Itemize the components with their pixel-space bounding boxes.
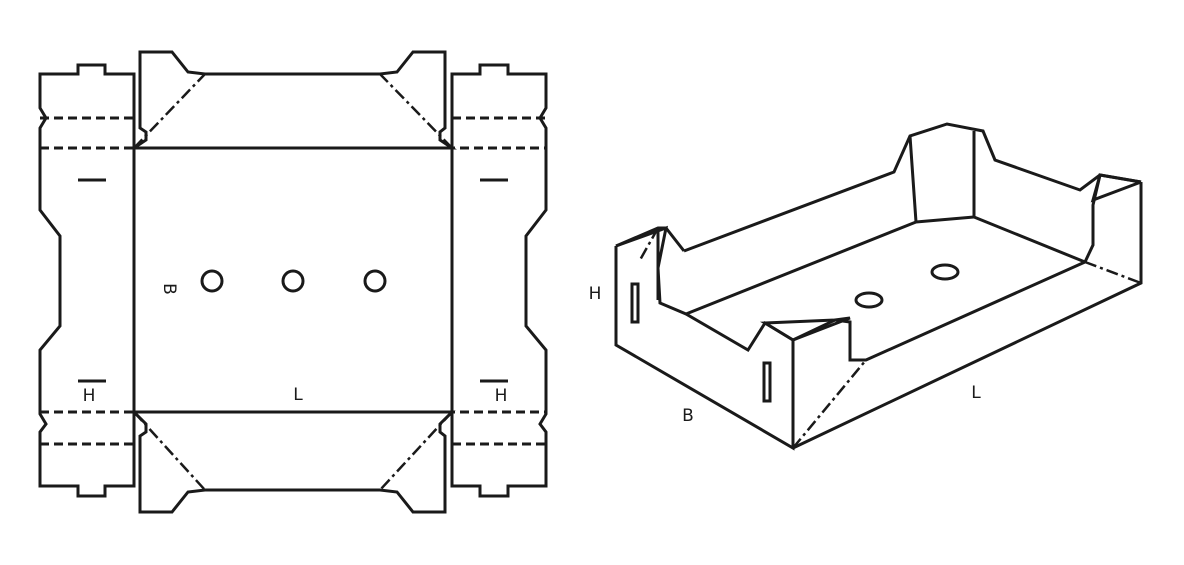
flat-label-width: B <box>159 283 179 295</box>
assembled-tray: H B L <box>589 122 1143 451</box>
back-wall-inner-bottom <box>685 220 917 316</box>
vent-hole-1 <box>200 269 224 293</box>
far-end-wall <box>1083 173 1142 263</box>
back-wall-top <box>683 122 1142 253</box>
far-end-flap <box>1090 174 1142 203</box>
far-wall-inner-bottom <box>973 215 1086 264</box>
flat-label-length: L <box>293 385 303 405</box>
front-wall-top <box>792 260 1086 362</box>
handle-slot-right <box>762 361 772 403</box>
diagonal-fold-bottom-left <box>133 411 206 491</box>
vent-hole-2 <box>281 269 305 293</box>
front-long-edge <box>792 182 1143 450</box>
diagonal-fold-bottom-right <box>379 411 453 491</box>
diagonal-fold-top-left <box>133 73 206 149</box>
assembled-diagonal-far <box>1084 260 1142 285</box>
diagonal-fold-top-right <box>379 73 453 149</box>
base-vent-hole-1 <box>854 291 884 309</box>
flat-pattern: B L H H <box>38 50 548 514</box>
front-corner-flap <box>759 316 851 342</box>
assembled-diagonal-front <box>792 359 867 449</box>
tray-label-length: L <box>971 383 981 403</box>
base-vent-hole-2 <box>930 263 960 281</box>
flat-label-height-left: H <box>83 386 96 406</box>
handle-slot-left <box>630 282 640 324</box>
tray-label-width: B <box>682 406 694 426</box>
flat-label-height-right: H <box>495 386 508 406</box>
top-side-panel <box>129 50 457 150</box>
back-corner-post <box>908 131 976 224</box>
right-end-panel <box>450 63 548 498</box>
front-end-wall <box>614 246 795 451</box>
tray-label-height: H <box>589 284 602 304</box>
assembled-diagonal-left <box>638 227 660 261</box>
near-wall-top <box>615 225 794 353</box>
left-end-panel <box>38 63 136 498</box>
vent-hole-3 <box>363 269 387 293</box>
near-wall-flap <box>615 226 686 252</box>
